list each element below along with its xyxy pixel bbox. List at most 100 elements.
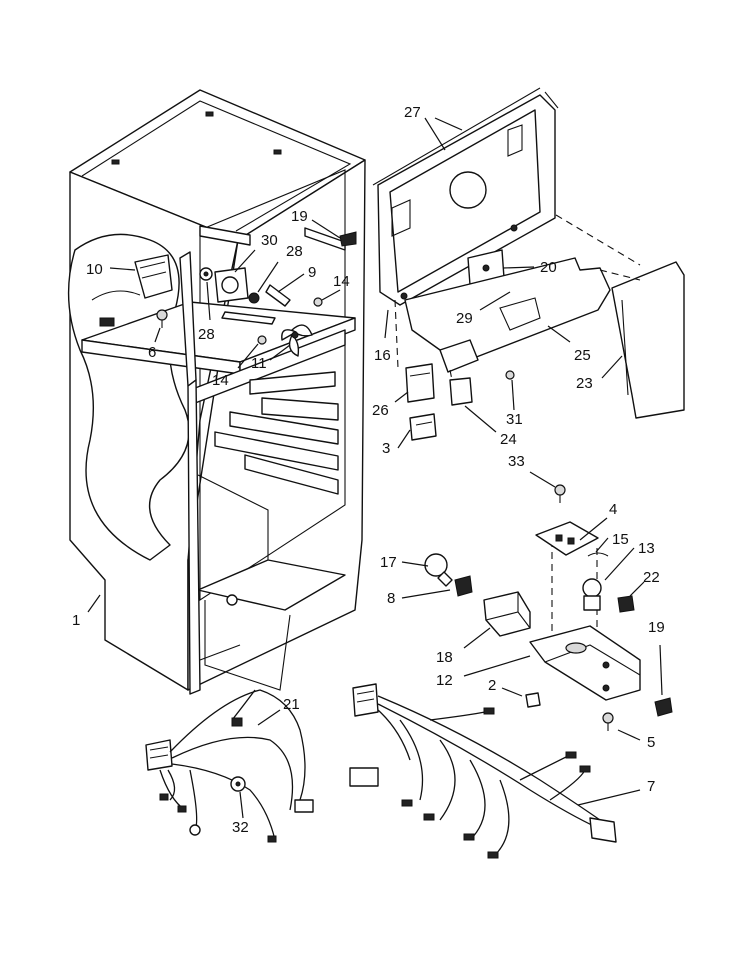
leader-14a [321,289,341,301]
light-cover-part-18 [483,591,531,637]
callout-16: 16 [374,347,391,364]
callout-7: 7 [647,778,655,795]
housing-part-12 [529,625,641,701]
clip-part-19-upper [339,231,357,247]
fan-blade-part-11 [281,324,313,357]
leader-15 [595,537,609,553]
callout-25: 25 [574,347,591,364]
leader-27a [424,117,446,151]
callout-19a: 19 [291,208,308,225]
callout-30: 30 [261,232,278,249]
callout-20: 20 [540,259,557,276]
leader-27b [434,117,463,131]
callout-14a: 14 [333,273,350,290]
leader-25 [547,325,571,343]
socket-part-8 [454,575,473,597]
screw-part-33 [554,484,566,503]
callout-9: 9 [308,264,316,281]
callout-15: 15 [612,531,629,548]
callout-2: 2 [488,677,496,694]
leader-11 [269,344,291,361]
screw-part-31 [505,370,515,380]
fan-motor-part-30 [214,267,260,304]
grommet-part-28 [199,267,213,281]
leader-18 [463,627,491,649]
leader-8 [401,589,451,599]
callout-24: 24 [500,431,517,448]
callout-leader-lines [87,117,663,819]
part-3 [409,413,437,441]
leader-1 [87,594,101,613]
leader-29 [479,291,511,311]
screw-part-14-lower [257,335,267,345]
duct-part-25 [404,257,611,373]
knob-part-22 [617,595,635,613]
connector-part-32 [230,776,246,792]
leader-32 [239,791,244,819]
leader-2 [501,687,523,697]
callout-21: 21 [283,696,300,713]
callout-31: 31 [506,411,523,428]
leader-5 [617,729,641,741]
callout-28b: 28 [286,243,303,260]
leader-16 [384,309,389,339]
callout-6: 6 [148,344,156,361]
leader-28a [206,281,211,321]
callout-8: 8 [387,590,395,607]
callout-3: 3 [382,440,390,457]
board-part-4 [535,521,599,556]
leader-14b [237,343,259,369]
callout-17: 17 [380,554,397,571]
leader-31 [511,379,515,411]
leader-4 [579,517,608,541]
callout-5: 5 [647,734,655,751]
callout-14b: 14 [212,372,229,389]
screw-part-14-upper [313,297,323,307]
damper-part-26 [405,363,435,403]
callout-10: 10 [86,261,103,278]
leader-30 [234,249,256,273]
leader-23 [601,355,623,379]
callout-1: 1 [72,612,80,629]
callout-22: 22 [643,569,660,586]
leader-22 [629,581,645,597]
callout-4: 4 [609,501,617,518]
wire-harness-part-21 [145,689,314,843]
leader-21 [257,709,281,726]
leader-17 [401,561,429,567]
callout-28a: 28 [198,326,215,343]
callout-labels: 1 2 3 4 5 6 7 8 9 10 11 12 13 14 14 15 1… [72,104,665,836]
part-24 [449,377,473,406]
leader-13 [604,547,635,581]
callout-11: 11 [251,355,267,372]
callout-32: 32 [232,819,249,836]
thermostat-part-13 [582,578,602,611]
callout-29: 29 [456,310,473,327]
callout-23: 23 [576,375,593,392]
leader-33 [529,471,556,488]
bulb-part-17 [424,553,453,587]
leader-3 [397,429,411,449]
callout-19b: 19 [648,619,665,636]
wire-harness-part-7 [349,683,617,859]
gasket-part-27 [372,87,559,186]
leader-12 [463,655,531,677]
callout-26: 26 [372,402,389,419]
bracket-part-9 [221,284,291,325]
leader-9 [277,273,305,293]
callout-33: 33 [508,453,525,470]
leader-19b [659,644,663,696]
callout-13: 13 [638,540,655,557]
leader-7 [577,789,641,806]
leader-10 [109,267,136,271]
leader-19a [311,219,341,239]
screw-part-5 [602,712,614,731]
screw-part-6 [156,309,168,328]
leader-28b [257,261,279,293]
bracket-part-10 [134,254,173,299]
clip-part-19-lower [654,697,673,717]
callout-12: 12 [436,672,453,689]
rear-panel-part-16 [377,94,556,306]
callout-18: 18 [436,649,453,666]
